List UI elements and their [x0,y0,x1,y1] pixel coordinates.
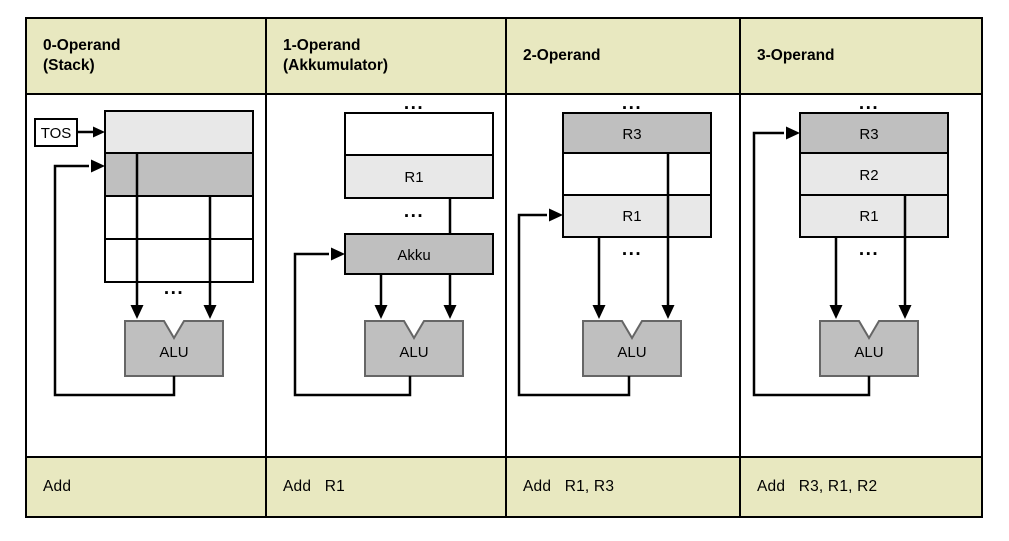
register-label-r1: R1 [859,208,878,225]
alu-shape [364,320,464,377]
register-cell-r2 [799,152,949,196]
tos-box [34,118,78,147]
header-title-3-operand: 3-Operand [757,47,835,65]
instruction-1-operand: Add R1 [283,478,345,495]
footer-cell-0-operand: Add [27,456,267,516]
header-cell-2-operand: 2-Operand [507,19,741,95]
header-cell-3-operand: 3-Operand [741,19,981,95]
body-cell-0-operand: TOS ... ALU [27,95,267,456]
alu-feedback-path [752,131,871,397]
alu-label: ALU [854,344,883,361]
operand-arrow-left [130,305,144,319]
ellipsis-stack-bottom: ... [164,278,184,299]
table-footer-row: Add Add R1 Add R1, R3 Add R3, R1, R2 [27,456,981,516]
operand-arrow-right [443,305,457,319]
diagram-stack-machine: TOS ... ALU [27,95,265,456]
table-header-row: 0-Operand (Stack) 1-Operand (Akkumulator… [27,19,981,95]
tos-label: TOS [41,125,72,142]
ellipsis-regfile-top: ... [859,95,879,114]
operand-comparison-table: 0-Operand (Stack) 1-Operand (Akkumulator… [25,17,983,518]
ellipsis-regfile-bottom: ... [622,239,642,260]
accumulator-label: Akku [397,247,430,264]
alu-shape [582,320,682,377]
alu-feedback-arrow-head [331,247,345,261]
alu-shape [124,320,224,377]
footer-cell-3-operand: Add R3, R1, R2 [741,456,981,516]
alu-feedback-arrow-head [786,126,800,140]
header-title-0-operand: 0-Operand (Stack) [43,37,121,74]
register-cell-1 [344,154,494,199]
alu-feedback-path [53,164,176,397]
register-cell-r1 [799,194,949,238]
body-cell-1-operand: ... R1 ... Akku [267,95,507,456]
accumulator-box [344,233,494,275]
register-label-r2: R2 [859,167,878,184]
tos-arrow-head [93,126,105,138]
header-title-2-operand: 2-Operand [523,47,601,65]
alu-feedback-path [293,252,412,397]
register-cell-empty [562,152,712,196]
alu-label: ALU [617,344,646,361]
operand-arrow-left [829,305,843,319]
register-cell-0 [344,112,494,156]
register-label-r3: R3 [622,126,641,143]
stack-cell-2 [104,195,254,240]
instruction-0-operand: Add [43,478,72,495]
alu-feedback-path [517,213,631,397]
alu-feedback-arrow-head [549,208,563,222]
body-cell-3-operand: ... R3 R2 R1 ... [741,95,981,456]
instruction-3-operand: Add R3, R1, R2 [757,478,878,495]
alu-feedback-arrow-head [91,159,105,173]
ellipsis-regfile-bottom: ... [859,239,879,260]
ellipsis-regfile-bottom: ... [404,201,424,222]
register-label-r1: R1 [622,208,641,225]
register-label-r3: R3 [859,126,878,143]
header-cell-1-operand: 1-Operand (Akkumulator) [267,19,507,95]
ellipsis-regfile-top: ... [622,95,642,114]
header-cell-0-operand: 0-Operand (Stack) [27,19,267,95]
footer-cell-2-operand: Add R1, R3 [507,456,741,516]
register-cell-r1 [562,194,712,238]
alu-label: ALU [399,344,428,361]
alu-shape [819,320,919,377]
operand-arrow-right [661,305,675,319]
header-title-1-operand: 1-Operand (Akkumulator) [283,37,389,74]
register-label-r1: R1 [404,169,423,186]
diagram-three-operand-machine: ... R3 R2 R1 ... [741,95,981,456]
body-cell-2-operand: ... R3 R1 ... [507,95,741,456]
footer-cell-1-operand: Add R1 [267,456,507,516]
diagram-accumulator-machine: ... R1 ... Akku [267,95,505,456]
stack-cell-3 [104,238,254,283]
stack-cell-0 [104,110,254,154]
stack-cell-1 [104,152,254,197]
operand-arrow-left [374,305,388,319]
alu-label: ALU [159,344,188,361]
operand-arrow-right [898,305,912,319]
ellipsis-regfile-top: ... [404,95,424,114]
table-body-row: TOS ... ALU [27,95,981,456]
operand-arrow-left [592,305,606,319]
operand-arrow-right [203,305,217,319]
diagram-two-operand-machine: ... R3 R1 ... [507,95,739,456]
instruction-2-operand: Add R1, R3 [523,478,615,495]
